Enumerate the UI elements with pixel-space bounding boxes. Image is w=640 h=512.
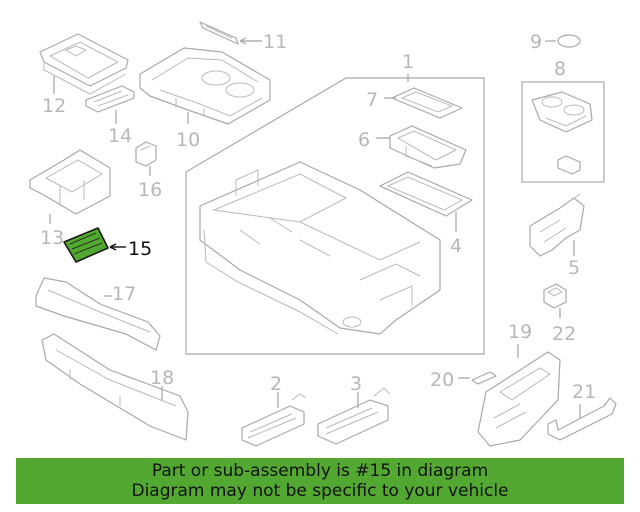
part-19[interactable]: 19 (477, 321, 561, 447)
part-16[interactable]: 16 (135, 141, 162, 201)
exploded-parts-diagram: 11 12 14 10 9 8 (29, 21, 617, 447)
part-15-highlighted[interactable]: 15 (63, 227, 152, 263)
callout-4: 4 (450, 235, 462, 257)
part-3[interactable]: 3 (317, 373, 391, 445)
callout-1: 1 (402, 51, 414, 73)
callout-21: 21 (572, 381, 596, 403)
callout-9: 9 (530, 31, 542, 53)
part-9[interactable]: 9 (530, 31, 581, 53)
callout-15: 15 (128, 238, 152, 260)
part-22[interactable]: 22 (543, 283, 576, 345)
part-6[interactable]: 6 (358, 125, 467, 169)
callout-13: 13 (40, 227, 64, 249)
callout-5: 5 (568, 257, 580, 279)
callout-3: 3 (350, 373, 362, 395)
part-4[interactable]: 4 (379, 171, 473, 257)
callout-11: 11 (263, 31, 287, 53)
callout-6: 6 (358, 129, 370, 151)
part-12[interactable]: 12 (39, 33, 129, 117)
banner-line-2: Diagram may not be specific to your vehi… (131, 481, 509, 501)
part-17[interactable]: 17 (35, 277, 161, 351)
callout-16: 16 (138, 179, 162, 201)
part-10[interactable]: 10 (139, 47, 271, 151)
callout-20: 20 (430, 369, 454, 391)
part-7[interactable]: 7 (366, 87, 463, 119)
callout-17: 17 (112, 283, 136, 305)
part-14[interactable]: 14 (85, 85, 135, 147)
callout-18: 18 (150, 367, 174, 389)
part-20[interactable]: 20 (430, 369, 497, 391)
banner-line-1: Part or sub-assembly is #15 in diagram (151, 461, 489, 481)
part-18[interactable]: 18 (41, 333, 189, 441)
part-11[interactable]: 11 (199, 21, 287, 53)
part-13[interactable]: 13 (29, 149, 111, 249)
part-2[interactable]: 2 (241, 373, 307, 447)
callout-22: 22 (552, 323, 576, 345)
part-5[interactable]: 5 (529, 193, 585, 279)
callout-10: 10 (176, 129, 200, 151)
part-8[interactable]: 8 (521, 58, 605, 183)
info-banner: Part or sub-assembly is #15 in diagram D… (16, 458, 624, 504)
callout-19: 19 (508, 321, 532, 343)
callout-14: 14 (108, 125, 132, 147)
part-21[interactable]: 21 (547, 381, 617, 441)
callout-7: 7 (366, 89, 378, 111)
part-1-console-frame[interactable]: 1 (185, 51, 485, 355)
callout-2: 2 (270, 373, 282, 395)
callout-12: 12 (42, 95, 66, 117)
callout-8: 8 (554, 58, 566, 80)
